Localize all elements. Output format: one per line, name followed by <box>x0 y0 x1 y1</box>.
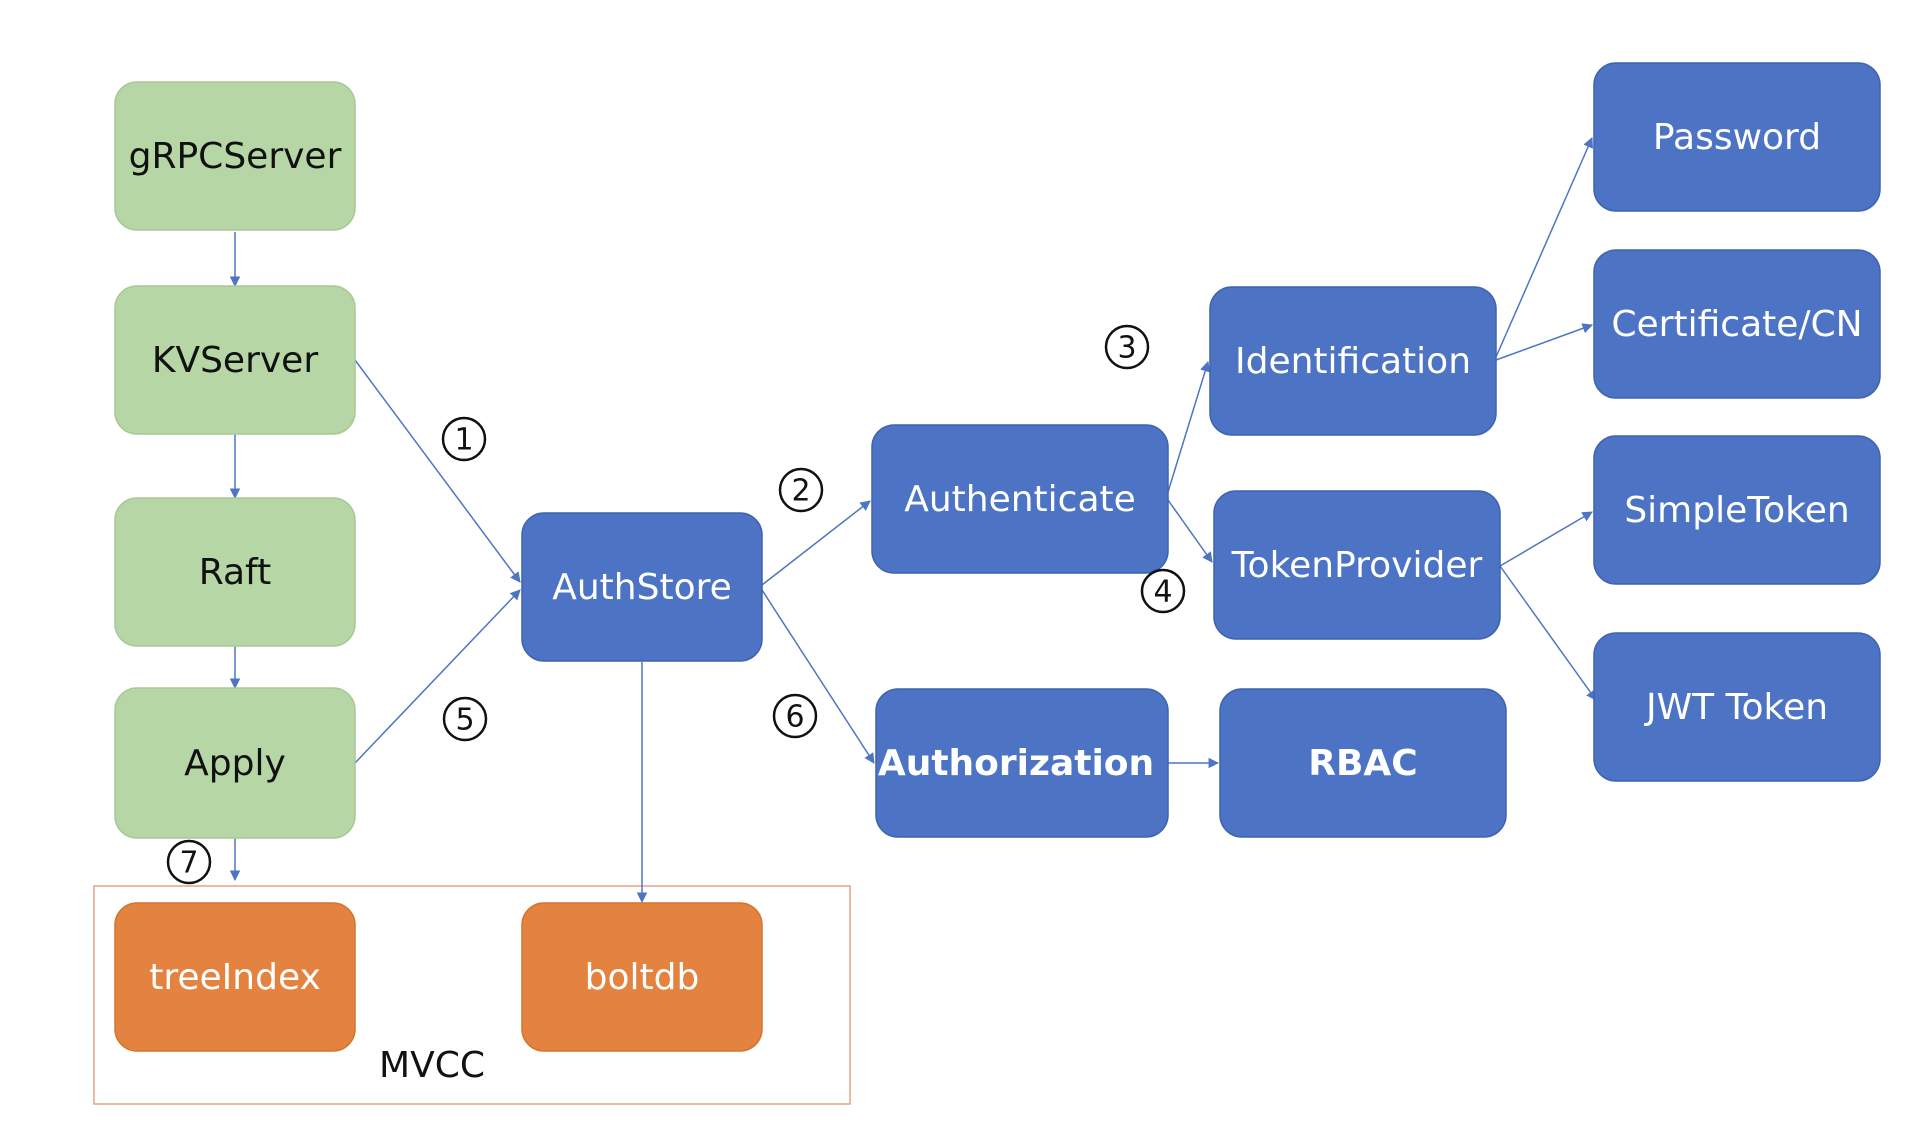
identification-label: Identification <box>1235 341 1471 382</box>
raft-box: Raft <box>114 497 356 647</box>
step-1-number: 1 <box>454 423 473 458</box>
certificate-cn-label: Certificate/CN <box>1611 304 1862 345</box>
auth-store-box: AuthStore <box>521 512 763 662</box>
token-provider-label: TokenProvider <box>1231 545 1483 586</box>
edge-authenticate-to-identification <box>1167 360 1211 493</box>
step-5-number: 5 <box>455 703 474 738</box>
token-provider-box: TokenProvider <box>1213 490 1501 640</box>
boltdb-label: boltdb <box>585 957 700 998</box>
authorization-box: Authorization <box>875 688 1169 838</box>
mvcc-group-frame <box>93 885 851 1105</box>
step-7-marker: 7 <box>166 839 212 885</box>
step-6-number: 6 <box>785 700 804 735</box>
kv-server-label: KVServer <box>152 340 318 381</box>
step-6-marker: 6 <box>772 693 818 739</box>
step-2-marker: 2 <box>778 467 824 513</box>
step-5-marker: 5 <box>442 696 488 742</box>
step-3-number: 3 <box>1117 331 1136 366</box>
edge-authstore-to-authenticate <box>761 500 871 586</box>
auth-store-label: AuthStore <box>552 567 732 608</box>
edge-tokenprovider-to-simpletoken <box>1499 511 1593 567</box>
authenticate-label: Authenticate <box>904 479 1136 520</box>
mvcc-label: MVCC <box>379 1045 485 1086</box>
apply-label: Apply <box>184 743 286 784</box>
edge-identification-to-password <box>1495 137 1594 358</box>
rbac-box: RBAC <box>1219 688 1507 838</box>
rbac-label: RBAC <box>1308 743 1417 784</box>
authenticate-box: Authenticate <box>871 424 1169 574</box>
step-1-marker: 1 <box>441 416 487 462</box>
password-label: Password <box>1653 117 1821 158</box>
step-4-number: 4 <box>1153 575 1172 610</box>
edge-identification-to-certificate <box>1495 323 1593 361</box>
kv-server-box: KVServer <box>114 285 356 435</box>
password-box: Password <box>1593 62 1881 212</box>
tree-index-box: treeIndex <box>114 902 356 1052</box>
edge-kv-to-authstore <box>354 359 521 583</box>
simple-token-label: SimpleToken <box>1624 490 1849 531</box>
authorization-label: Authorization <box>878 743 1154 784</box>
boltdb-box: boltdb <box>521 902 763 1052</box>
grpc-server-label: gRPCServer <box>129 136 342 177</box>
edge-apply-to-authstore <box>354 589 521 764</box>
edge-authstore-to-authorization <box>761 589 875 764</box>
step-4-marker: 4 <box>1140 568 1186 614</box>
certificate-cn-box: Certificate/CN <box>1593 249 1881 399</box>
tree-index-label: treeIndex <box>149 957 321 998</box>
edges <box>229 137 1597 904</box>
jwt-token-box: JWT Token <box>1593 632 1881 782</box>
identification-box: Identification <box>1209 286 1497 436</box>
edge-tokenprovider-to-jwttoken <box>1499 565 1597 701</box>
edge-authenticate-to-tokenprovider <box>1167 499 1213 563</box>
apply-box: Apply <box>114 687 356 839</box>
step-2-number: 2 <box>791 474 810 509</box>
step-7-number: 7 <box>179 846 198 881</box>
simple-token-box: SimpleToken <box>1593 435 1881 585</box>
grpc-server-box: gRPCServer <box>114 81 356 231</box>
step-3-marker: 3 <box>1104 324 1150 370</box>
jwt-token-label: JWT Token <box>1644 687 1828 728</box>
raft-label: Raft <box>199 552 271 593</box>
